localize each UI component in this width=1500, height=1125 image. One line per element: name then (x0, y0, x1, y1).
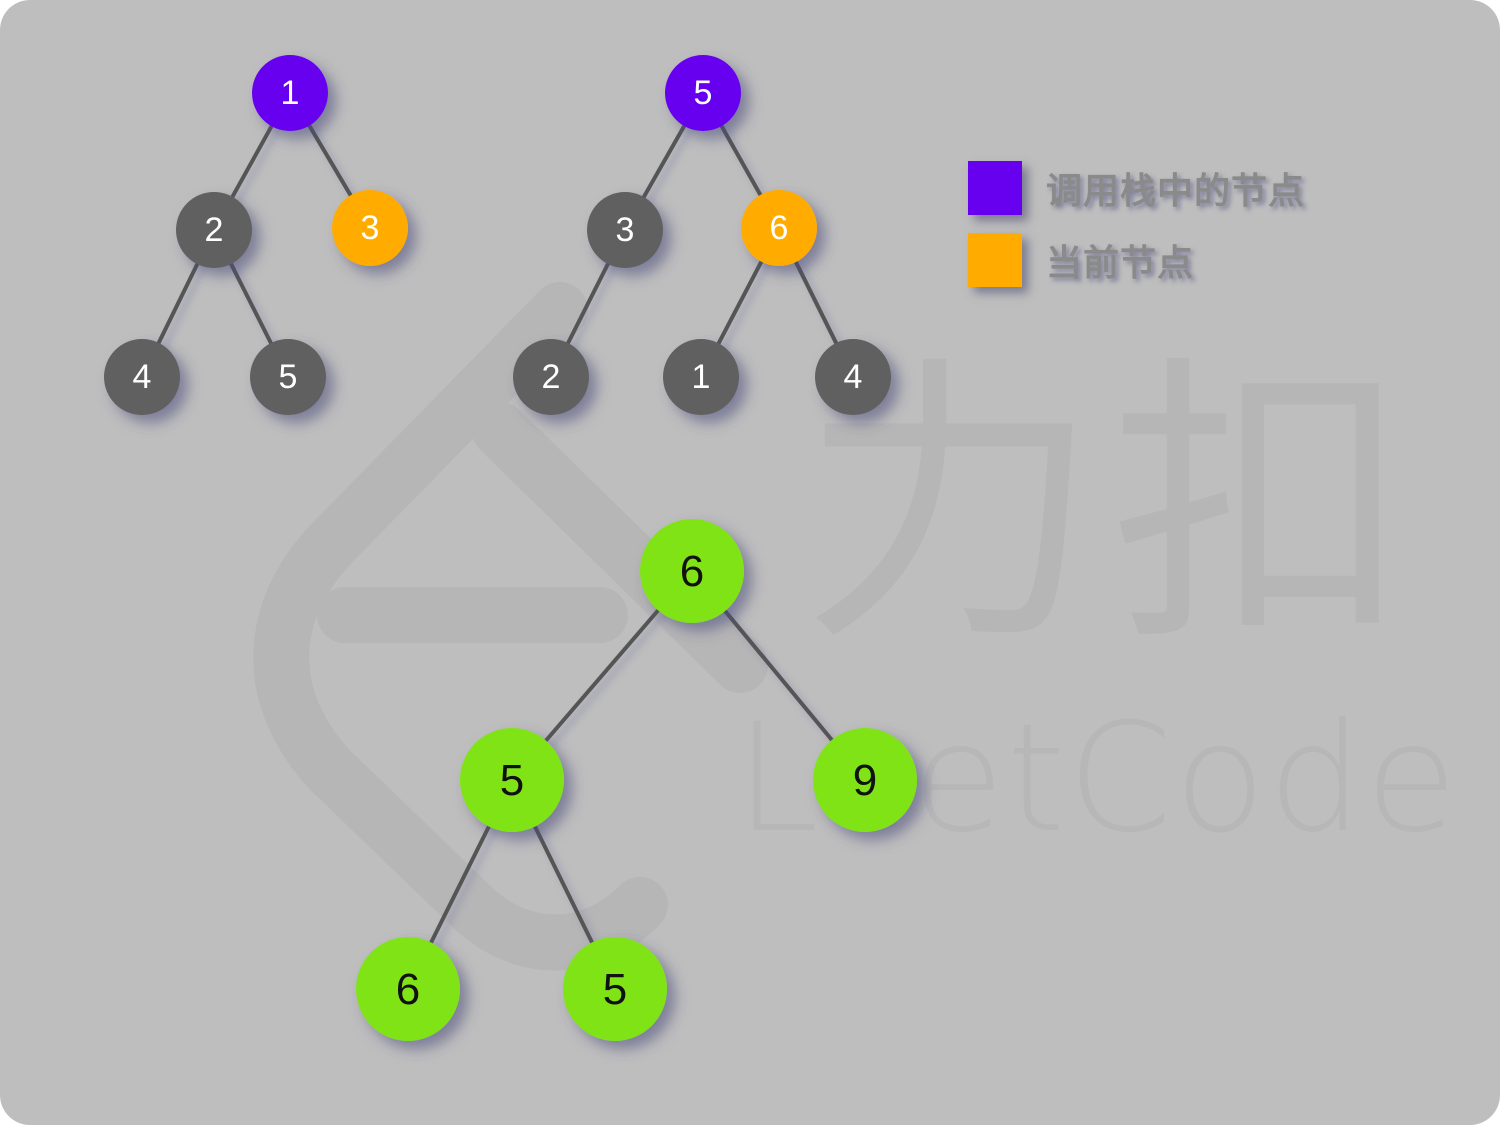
node-value-label: 4 (844, 358, 863, 396)
tree-node: 6 (741, 190, 817, 266)
tree-node: 5 (250, 339, 326, 415)
node-value-label: 6 (770, 209, 789, 247)
node-circle (513, 339, 589, 415)
node-value-label: 9 (853, 756, 877, 805)
node-value-label: 3 (361, 209, 380, 247)
tree-edge (715, 256, 765, 349)
node-value-label: 2 (542, 358, 561, 396)
node-circle (356, 937, 460, 1041)
tree-edge (720, 605, 837, 746)
tree-edge (427, 820, 493, 949)
tree-node: 4 (104, 339, 180, 415)
tree-edges (155, 121, 840, 949)
node-circle (252, 55, 328, 131)
tree-edge (541, 605, 663, 746)
node-value-label: 5 (279, 358, 298, 396)
node-value-label: 5 (603, 965, 627, 1014)
tree-node: 3 (587, 192, 663, 268)
tree-edge (305, 121, 355, 200)
tree-edge (227, 259, 275, 348)
node-value-label: 2 (205, 211, 224, 249)
legend-label-current-node: 当前节点 (1046, 243, 1195, 284)
legend-label-call-stack: 调用栈中的节点 (1046, 171, 1306, 212)
tree-node: 5 (665, 55, 741, 131)
node-circle (741, 190, 817, 266)
tree-edge (792, 257, 840, 348)
tree-edge (228, 121, 276, 202)
node-value-label: 1 (692, 358, 711, 396)
tree-node: 2 (176, 192, 252, 268)
legend-swatch-current-node (968, 233, 1022, 287)
legend: 调用栈中的节点 当前节点 (968, 152, 1388, 296)
node-value-label: 3 (616, 211, 635, 249)
tree-edge (155, 259, 201, 348)
node-value-label: 5 (500, 756, 524, 805)
node-value-label: 1 (281, 74, 300, 112)
tree-node: 1 (663, 339, 739, 415)
node-circle (176, 192, 252, 268)
legend-swatch-call-stack (968, 161, 1022, 215)
node-circle (813, 728, 917, 832)
tree-edge (718, 121, 764, 200)
tree-nodes: 1 2 3 4 5 5 3 6 2 1 4 6 5 9 6 5 (104, 55, 917, 1041)
tree-node: 6 (640, 519, 744, 623)
node-value-label: 6 (396, 965, 420, 1014)
node-circle (332, 190, 408, 266)
tree-node: 5 (460, 728, 564, 832)
tree-node: 2 (513, 339, 589, 415)
tree-edge (531, 820, 596, 949)
node-circle (460, 728, 564, 832)
tree-edge (640, 121, 688, 202)
node-value-label: 5 (694, 74, 713, 112)
tree-edge (564, 259, 612, 348)
tree-node: 5 (563, 937, 667, 1041)
node-circle (640, 519, 744, 623)
legend-item-call-stack: 调用栈中的节点 (968, 152, 1388, 224)
tree-node: 6 (356, 937, 460, 1041)
tree-node: 9 (813, 728, 917, 832)
tree-node: 3 (332, 190, 408, 266)
legend-item-current-node: 当前节点 (968, 224, 1388, 296)
node-circle (815, 339, 891, 415)
tree-node: 1 (252, 55, 328, 131)
node-circle (563, 937, 667, 1041)
node-circle (663, 339, 739, 415)
node-circle (250, 339, 326, 415)
node-value-label: 6 (680, 547, 704, 596)
tree-node: 4 (815, 339, 891, 415)
node-circle (665, 55, 741, 131)
node-circle (587, 192, 663, 268)
node-value-label: 4 (133, 358, 152, 396)
node-circle (104, 339, 180, 415)
